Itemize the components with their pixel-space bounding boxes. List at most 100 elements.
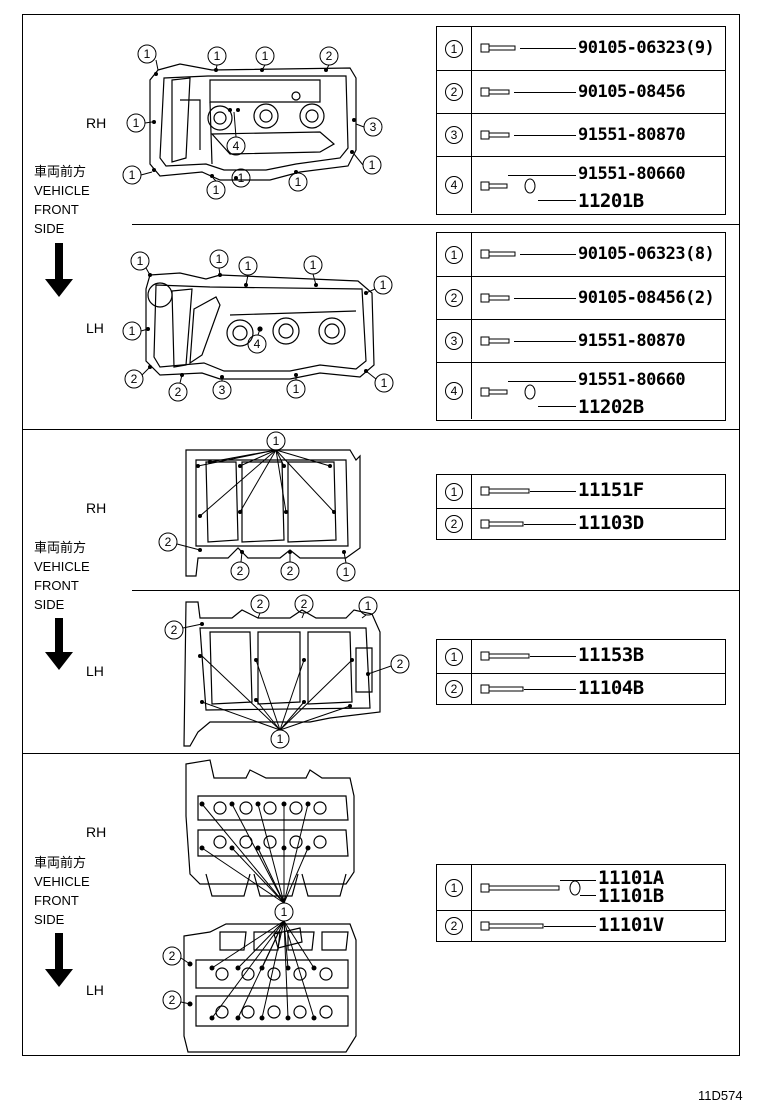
section-divider xyxy=(22,429,740,430)
part-number: 91551-80870 xyxy=(578,125,686,145)
svg-text:2: 2 xyxy=(169,949,176,963)
svg-text:1: 1 xyxy=(380,278,387,292)
svg-text:2: 2 xyxy=(326,49,333,63)
side-label-lh: LH xyxy=(86,663,104,679)
table-row[interactable]: 1 11153B xyxy=(437,640,725,673)
bolt-icon xyxy=(480,651,530,661)
side-label-lh: LH xyxy=(86,982,104,998)
svg-text:1: 1 xyxy=(129,168,136,182)
part-number: 91551-80660 xyxy=(578,370,686,390)
part-number: 11101V xyxy=(598,914,664,936)
side-label-lh: LH xyxy=(86,320,104,336)
callout-number: 1 xyxy=(445,39,463,58)
parts-table-lh-cam-housing: 1 11153B 2 11104B xyxy=(436,639,726,705)
svg-text:1: 1 xyxy=(216,252,223,266)
svg-text:2: 2 xyxy=(257,597,264,611)
svg-text:1: 1 xyxy=(214,49,221,63)
bolt-icon xyxy=(480,130,510,140)
svg-text:1: 1 xyxy=(144,47,151,61)
svg-text:1: 1 xyxy=(293,382,300,396)
callout-number: 1 xyxy=(445,647,463,666)
callout-number: 3 xyxy=(445,126,463,144)
bolt-icon xyxy=(480,519,524,529)
svg-text:3: 3 xyxy=(219,383,226,397)
part-number: 11101A xyxy=(598,867,664,889)
part-number: 11201B xyxy=(578,190,644,212)
table-row[interactable]: 3 91551-80870 xyxy=(437,113,725,156)
part-number: 11101B xyxy=(598,885,664,907)
svg-text:2: 2 xyxy=(165,535,172,549)
svg-text:4: 4 xyxy=(254,337,261,351)
callout-number: 2 xyxy=(445,289,463,307)
bolt-icon xyxy=(480,249,516,259)
part-number: 11202B xyxy=(578,396,644,418)
part-number: 90105-06323(9) xyxy=(578,38,715,58)
svg-text:1: 1 xyxy=(295,175,302,189)
table-row[interactable]: 4 91551-80660 11202B xyxy=(437,362,725,419)
part-number: 11104B xyxy=(578,677,644,699)
front-arrow-icon xyxy=(45,618,75,670)
svg-text:2: 2 xyxy=(169,993,176,1007)
svg-text:2: 2 xyxy=(301,597,308,611)
svg-text:1: 1 xyxy=(238,171,245,185)
svg-text:1: 1 xyxy=(369,158,376,172)
table-row[interactable]: 2 90105-08456 xyxy=(437,70,725,113)
subsection-divider xyxy=(132,224,740,225)
table-row[interactable]: 3 91551-80870 xyxy=(437,319,725,362)
bolt-icon xyxy=(480,293,510,303)
svg-text:1: 1 xyxy=(133,116,140,130)
part-number: 11103D xyxy=(578,512,644,534)
table-row[interactable]: 1 90105-06323(9) xyxy=(437,27,725,70)
svg-text:1: 1 xyxy=(213,183,220,197)
table-row[interactable]: 1 11101A 11101B xyxy=(437,865,725,910)
front-arrow-icon xyxy=(45,243,75,297)
part-number: 91551-80660 xyxy=(578,164,686,184)
side-label-rh: RH xyxy=(86,115,107,131)
callout-number: 1 xyxy=(445,878,463,897)
callout-number: 4 xyxy=(445,382,463,400)
svg-text:1: 1 xyxy=(277,732,284,746)
svg-text:1: 1 xyxy=(129,324,136,338)
bolt-with-washer-icon xyxy=(480,384,536,400)
bolt-icon xyxy=(480,87,510,97)
section-divider xyxy=(22,753,740,754)
table-row[interactable]: 2 90105-08456(2) xyxy=(437,276,725,319)
callout-number: 1 xyxy=(445,482,463,501)
parts-table-cylinder-head: 1 11101A 11101B 2 11101V xyxy=(436,864,726,942)
svg-text:2: 2 xyxy=(397,657,404,671)
part-number: 90105-08456 xyxy=(578,82,686,102)
parts-table-rh-valve-cover: 1 90105-06323(9) 2 90105-08456 3 91551-8… xyxy=(436,26,726,215)
parts-table-rh-cam-housing: 1 11151F 2 11103D xyxy=(436,474,726,540)
table-row[interactable]: 1 90105-06323(8) xyxy=(437,233,725,276)
table-row[interactable]: 2 11103D xyxy=(437,508,725,539)
cylinder-head-drawing: 122 xyxy=(162,759,357,1053)
callout-number: 4 xyxy=(445,176,463,194)
side-label-rh: RH xyxy=(86,500,107,516)
table-row[interactable]: 2 11104B xyxy=(437,673,725,704)
part-number: 90105-08456(2) xyxy=(578,288,715,308)
svg-text:1: 1 xyxy=(273,434,280,448)
svg-text:2: 2 xyxy=(175,385,182,399)
svg-text:1: 1 xyxy=(343,565,350,579)
part-number: 90105-06323(8) xyxy=(578,244,715,264)
side-label-rh: RH xyxy=(86,824,107,840)
svg-text:1: 1 xyxy=(262,49,269,63)
table-row[interactable]: 2 11101V xyxy=(437,910,725,941)
part-number: 91551-80870 xyxy=(578,331,686,351)
bolt-with-washer-icon xyxy=(480,880,581,896)
table-row[interactable]: 1 11151F xyxy=(437,475,725,508)
callout-number: 2 xyxy=(445,680,463,698)
svg-text:1: 1 xyxy=(365,599,372,613)
bolt-icon xyxy=(480,336,510,346)
svg-text:2: 2 xyxy=(131,372,138,386)
callout-number: 2 xyxy=(445,83,463,101)
svg-text:3: 3 xyxy=(370,120,377,134)
table-row[interactable]: 4 91551-80660 11201B xyxy=(437,156,725,213)
part-number: 11153B xyxy=(578,644,644,666)
bolt-icon xyxy=(480,486,530,496)
